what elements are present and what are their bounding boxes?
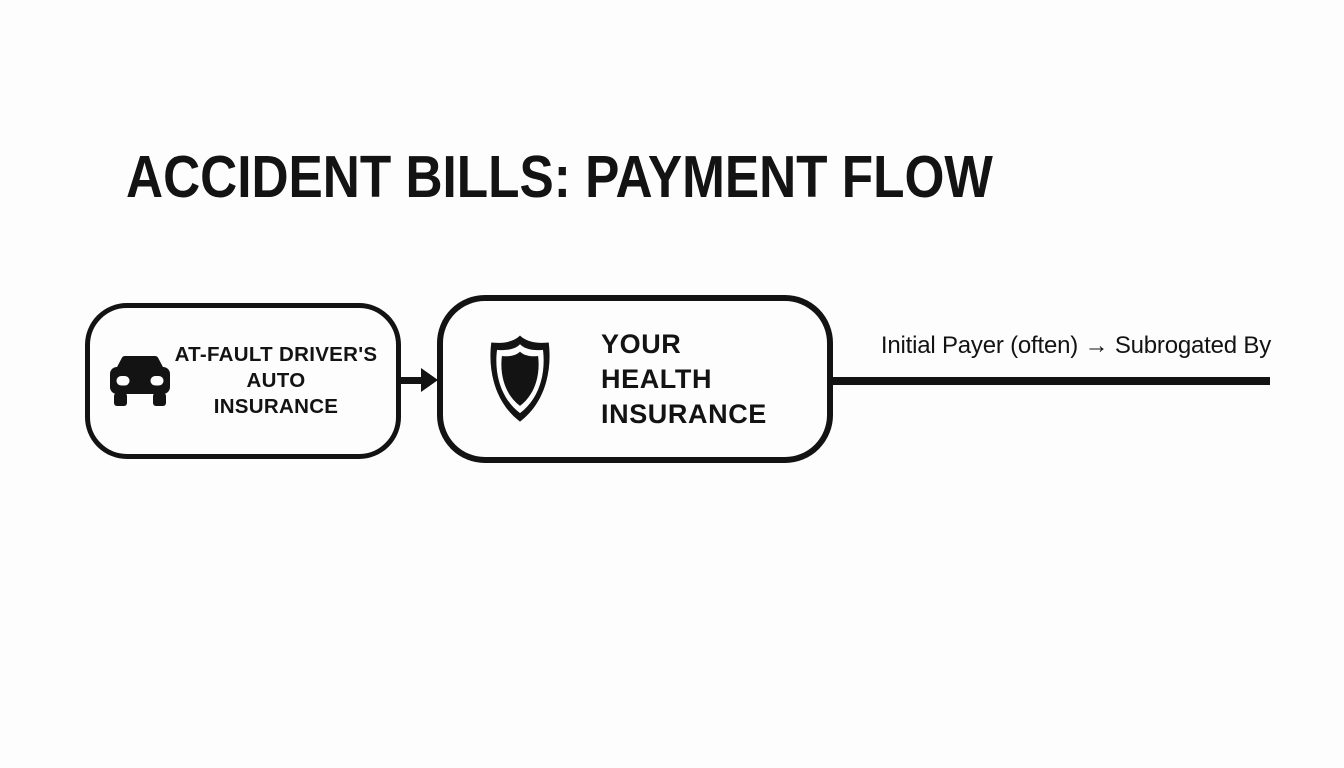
node-label-line: INSURANCE [601,398,767,429]
car-icon [110,356,170,406]
node-at-fault-auto-insurance: AT-FAULT DRIVER'S AUTO INSURANCE [85,303,401,459]
node-label-line: HEALTH [601,363,713,394]
flow-arrow-head [421,368,438,392]
subrogation-edge-label: Initial Payer (often) → Subrogated By [880,332,1271,359]
node-label-health: YOUR HEALTH INSURANCE [601,327,767,432]
shield-icon [490,335,550,422]
node-label-line: AT-FAULT DRIVER'S [174,343,378,366]
node-your-health-insurance: YOUR HEALTH INSURANCE [437,295,833,463]
node-label-line: YOUR [601,328,682,359]
page-title: ACCIDENT BILLS: PAYMENT FLOW [126,144,993,210]
node-label-line: INSURANCE [213,395,339,418]
subrogation-edge-line [831,377,1270,385]
node-label-line: AUTO [246,369,306,392]
flow-arrow-shaft [398,377,424,384]
node-label-at-fault: AT-FAULT DRIVER'S AUTO INSURANCE [172,342,380,420]
